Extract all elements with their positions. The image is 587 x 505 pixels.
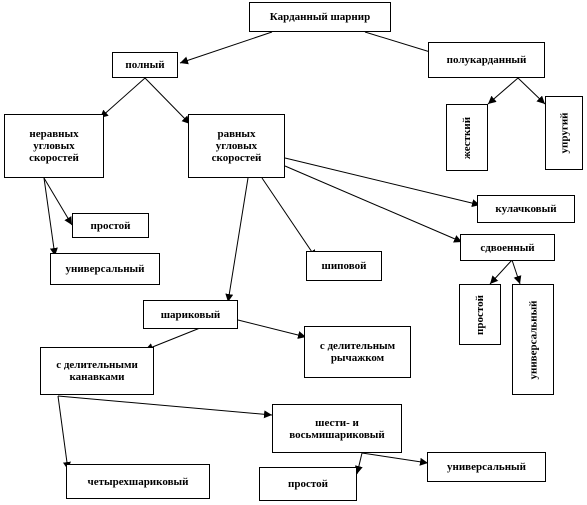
node-simple-six-eight: простой (259, 467, 357, 501)
edge-ball-lever (237, 319, 307, 339)
node-simple-double: простой (459, 284, 501, 345)
edge-equal-cam (284, 157, 481, 208)
node-four-ball: четырехшариковый (66, 464, 210, 499)
node-divider-lever: с делительным рычажком (304, 326, 411, 378)
node-cardan-joint: Карданный шарнир (249, 2, 391, 32)
node-elastic: упругий (545, 96, 583, 170)
edge-semi-elastic (517, 77, 546, 105)
node-simple-double-label: простой (474, 294, 486, 335)
node-equal-angular-speeds: равных угловых скоростей (188, 114, 285, 178)
edge-root-semi (364, 31, 441, 57)
node-double: сдвоенный (460, 234, 555, 261)
edge-grooves-sixeight (57, 395, 273, 419)
node-semi-cardan: полукарданный (428, 42, 545, 78)
node-divider-grooves: с делительными канавками (40, 347, 154, 395)
edge-unequal-universal (43, 177, 58, 257)
node-universal-six-eight: универсальный (427, 452, 546, 482)
edge-double-universal (511, 259, 522, 285)
edge-double-simple (489, 259, 513, 285)
node-unequal-angular-speeds: неравных угловых скоростей (4, 114, 104, 178)
node-simple-unequal: простой (72, 213, 149, 238)
edge-root-full (179, 31, 273, 65)
node-universal-unequal: универсальный (50, 253, 160, 285)
node-rigid: жесткий (446, 104, 488, 171)
edge-unequal-simple (43, 177, 73, 226)
edge-semi-rigid (487, 77, 519, 105)
node-six-eight-ball: шести- и восьмишариковый (272, 404, 402, 453)
edge-sixeight-simple (354, 452, 363, 475)
edge-ball-grooves (144, 327, 201, 351)
node-ball: шариковый (143, 300, 238, 329)
node-pin: шиповой (306, 251, 382, 281)
edge-equal-double (284, 165, 463, 243)
edge-full-unequal (99, 77, 146, 119)
node-elastic-label: упругий (558, 112, 571, 154)
node-universal-double-label: универсальный (527, 300, 540, 379)
edge-equal-pin (261, 177, 317, 259)
edge-sixeight-universal (361, 452, 429, 466)
edge-full-equal (144, 77, 191, 125)
node-rigid-label: жесткий (461, 116, 473, 159)
node-full: полный (112, 52, 178, 78)
edge-equal-ball (225, 177, 249, 303)
node-universal-double: универсальный (512, 284, 554, 395)
node-cam: кулачковый (477, 195, 575, 223)
edge-grooves-four (57, 395, 71, 471)
